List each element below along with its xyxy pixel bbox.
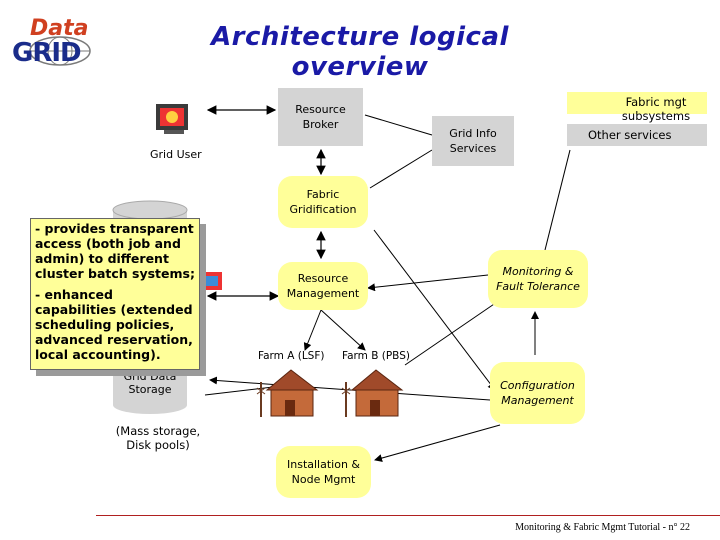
grid-user-label: Grid User — [150, 148, 202, 161]
callout-line-1: - provides transparent access (both job … — [35, 221, 195, 281]
datagrid-logo: Data GRID — [8, 16, 108, 68]
callout-line-2: - enhanced capabilities (extended schedu… — [35, 287, 193, 362]
logo-text-top: Data — [30, 16, 89, 41]
logo-text-bottom: GRID — [12, 38, 82, 68]
farm-b-house-icon — [341, 369, 404, 417]
farm-b-label: Farm B (PBS) — [342, 350, 410, 362]
page-title: Architecture logical overview — [211, 22, 509, 82]
grid-info-services-box[interactable]: Grid Info Services — [432, 116, 514, 166]
mass-storage-label: (Mass storage, Disk pools) — [115, 424, 201, 452]
legend-other-label: Other services — [588, 128, 672, 142]
farm-a-house-icon — [256, 369, 319, 417]
farm-a-label: Farm A (LSF) — [258, 350, 325, 362]
legend-fabric-swatch — [567, 92, 707, 114]
monitoring-box[interactable]: Monitoring & Fault Tolerance — [488, 250, 588, 308]
server-icon — [202, 272, 222, 290]
footer-text: Monitoring & Fabric Mgmt Tutorial - n° 2… — [515, 522, 690, 533]
installation-node-mgmt-box[interactable]: Installation & Node Mgmt — [276, 446, 371, 498]
fabric-gridification-box[interactable]: Fabric Gridification — [278, 176, 368, 228]
legend-other-swatch — [567, 124, 707, 146]
footer-divider — [96, 515, 720, 516]
resource-broker-box[interactable]: Resource Broker — [278, 88, 363, 146]
configuration-management-box[interactable]: Configuration Management — [490, 362, 585, 424]
legend-fabric-label: Fabric mgt subsystems — [621, 95, 691, 123]
resource-management-callout: - provides transparent access (both job … — [30, 218, 200, 370]
grid-data-storage-label: Grid Data Storage — [123, 370, 177, 396]
globe-icon — [29, 36, 91, 66]
grid-user-icon — [156, 104, 188, 134]
resource-management-box[interactable]: Resource Management — [278, 262, 368, 310]
